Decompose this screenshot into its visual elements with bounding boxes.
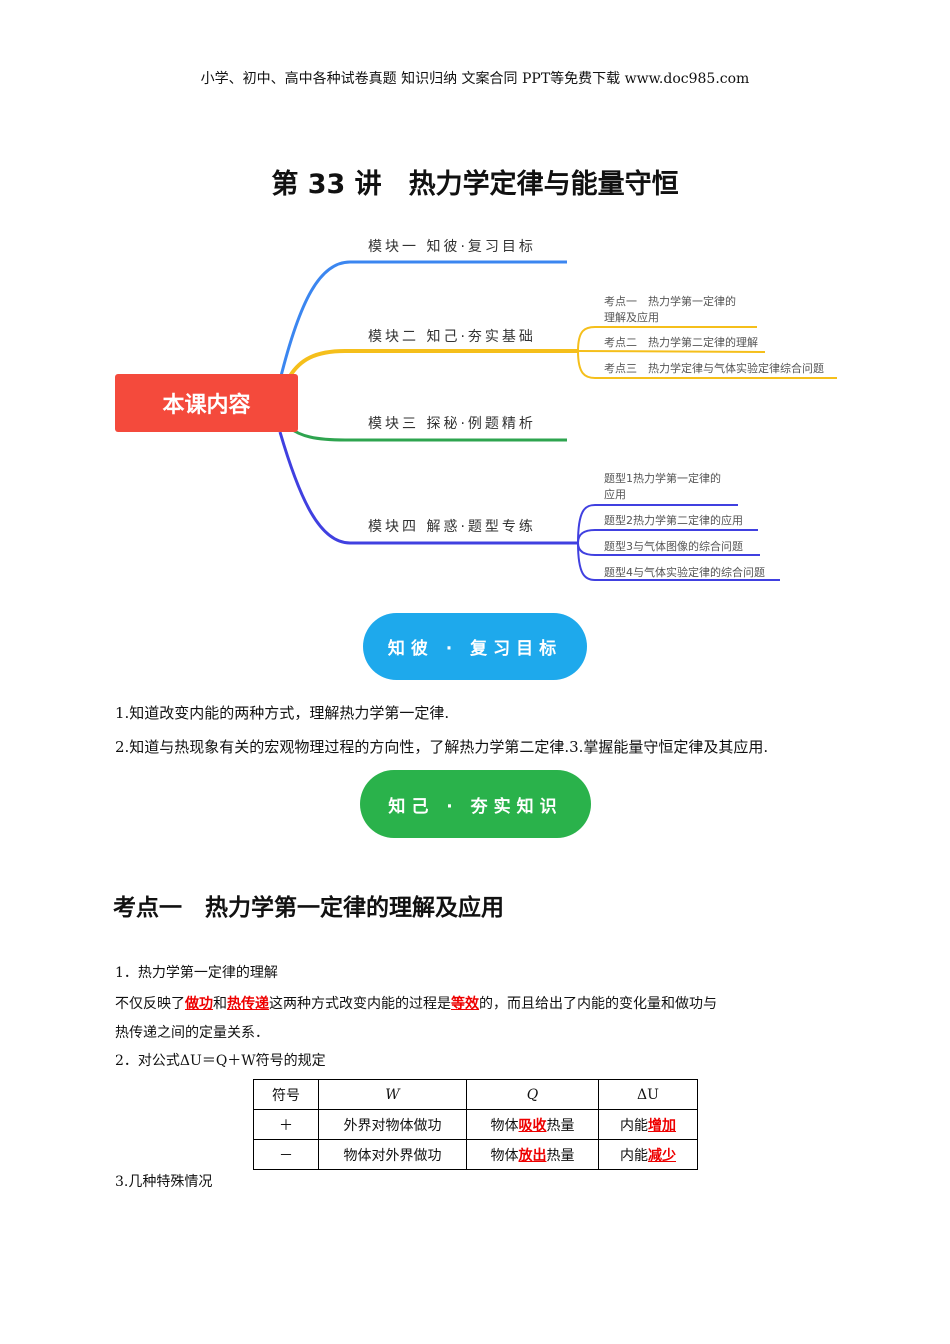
module-2-label: 模块二 知己·夯实基础 <box>368 329 536 345</box>
branch-m1 <box>278 260 567 381</box>
module-3-label: 模块三 探秘·例题精析 <box>368 416 536 432</box>
lesson-title: 第 33 讲 热力学定律与能量守恒 <box>271 169 679 200</box>
m4-child-2: 题型2热力学第二定律的应用 <box>604 514 743 527</box>
point-1-title: 1．热力学第一定律的理解 <box>115 965 278 981</box>
table-row: － 物体对外界做功 物体放出热量 内能减少 <box>253 1139 698 1170</box>
point-3-title: 3.几种特殊情况 <box>115 1174 213 1190</box>
point-2-title: 2．对公式ΔU＝Q＋W符号的规定 <box>115 1053 326 1069</box>
branch-m2 <box>288 349 578 378</box>
table-header-row: 符号 W Q ΔU <box>253 1079 698 1110</box>
goal-1: 1.知道改变内能的两种方式，理解热力学第一定律. <box>115 704 450 722</box>
branch-m4 <box>278 431 578 545</box>
table-row: ＋ 外界对物体做功 物体吸收热量 内能增加 <box>253 1109 698 1140</box>
mind-map-lines <box>278 260 837 581</box>
mind-map-root: 本课内容 <box>115 374 298 432</box>
review-goals-banner: 知彼 · 复习目标 <box>363 613 587 680</box>
sign-convention-table: 符号 W Q ΔU ＋ 外界对物体做功 物体吸收热量 内能增加 － 物体对外界做… <box>253 1079 698 1170</box>
m2-child-2: 考点二 热力学第二定律的理解 <box>604 336 758 349</box>
module-1-label: 模块一 知彼·复习目标 <box>368 239 536 255</box>
m2-child-3: 考点三 热力学定律与气体实验定律综合问题 <box>604 362 824 375</box>
m4-child-1b: 应用 <box>604 488 626 501</box>
m2-child-1b: 理解及应用 <box>604 311 659 324</box>
section-heading: 考点一 热力学第一定律的理解及应用 <box>113 895 504 921</box>
knowledge-banner: 知己 · 夯实知识 <box>360 770 591 838</box>
goal-2: 2.知道与热现象有关的宏观物理过程的方向性，了解热力学第二定律.3.掌握能量守恒… <box>115 738 769 756</box>
m2-child-1a: 考点一 热力学第一定律的 <box>604 295 736 308</box>
point-1-text-cont: 热传递之间的定量关系． <box>115 1025 269 1041</box>
page-header: 小学、初中、高中各种试卷真题 知识归纳 文案合同 PPT等免费下载 www.do… <box>200 71 750 87</box>
m4-child-3: 题型3与气体图像的综合问题 <box>604 540 743 553</box>
point-1-text: 不仅反映了做功和热传递这两种方式改变内能的过程是等效的，而且给出了内能的变化量和… <box>115 996 717 1012</box>
m4-child-1a: 题型1热力学第一定律的 <box>604 472 721 485</box>
module-4-label: 模块四 解惑·题型专练 <box>368 519 536 535</box>
m4-child-4: 题型4与气体实验定律的综合问题 <box>604 566 765 579</box>
